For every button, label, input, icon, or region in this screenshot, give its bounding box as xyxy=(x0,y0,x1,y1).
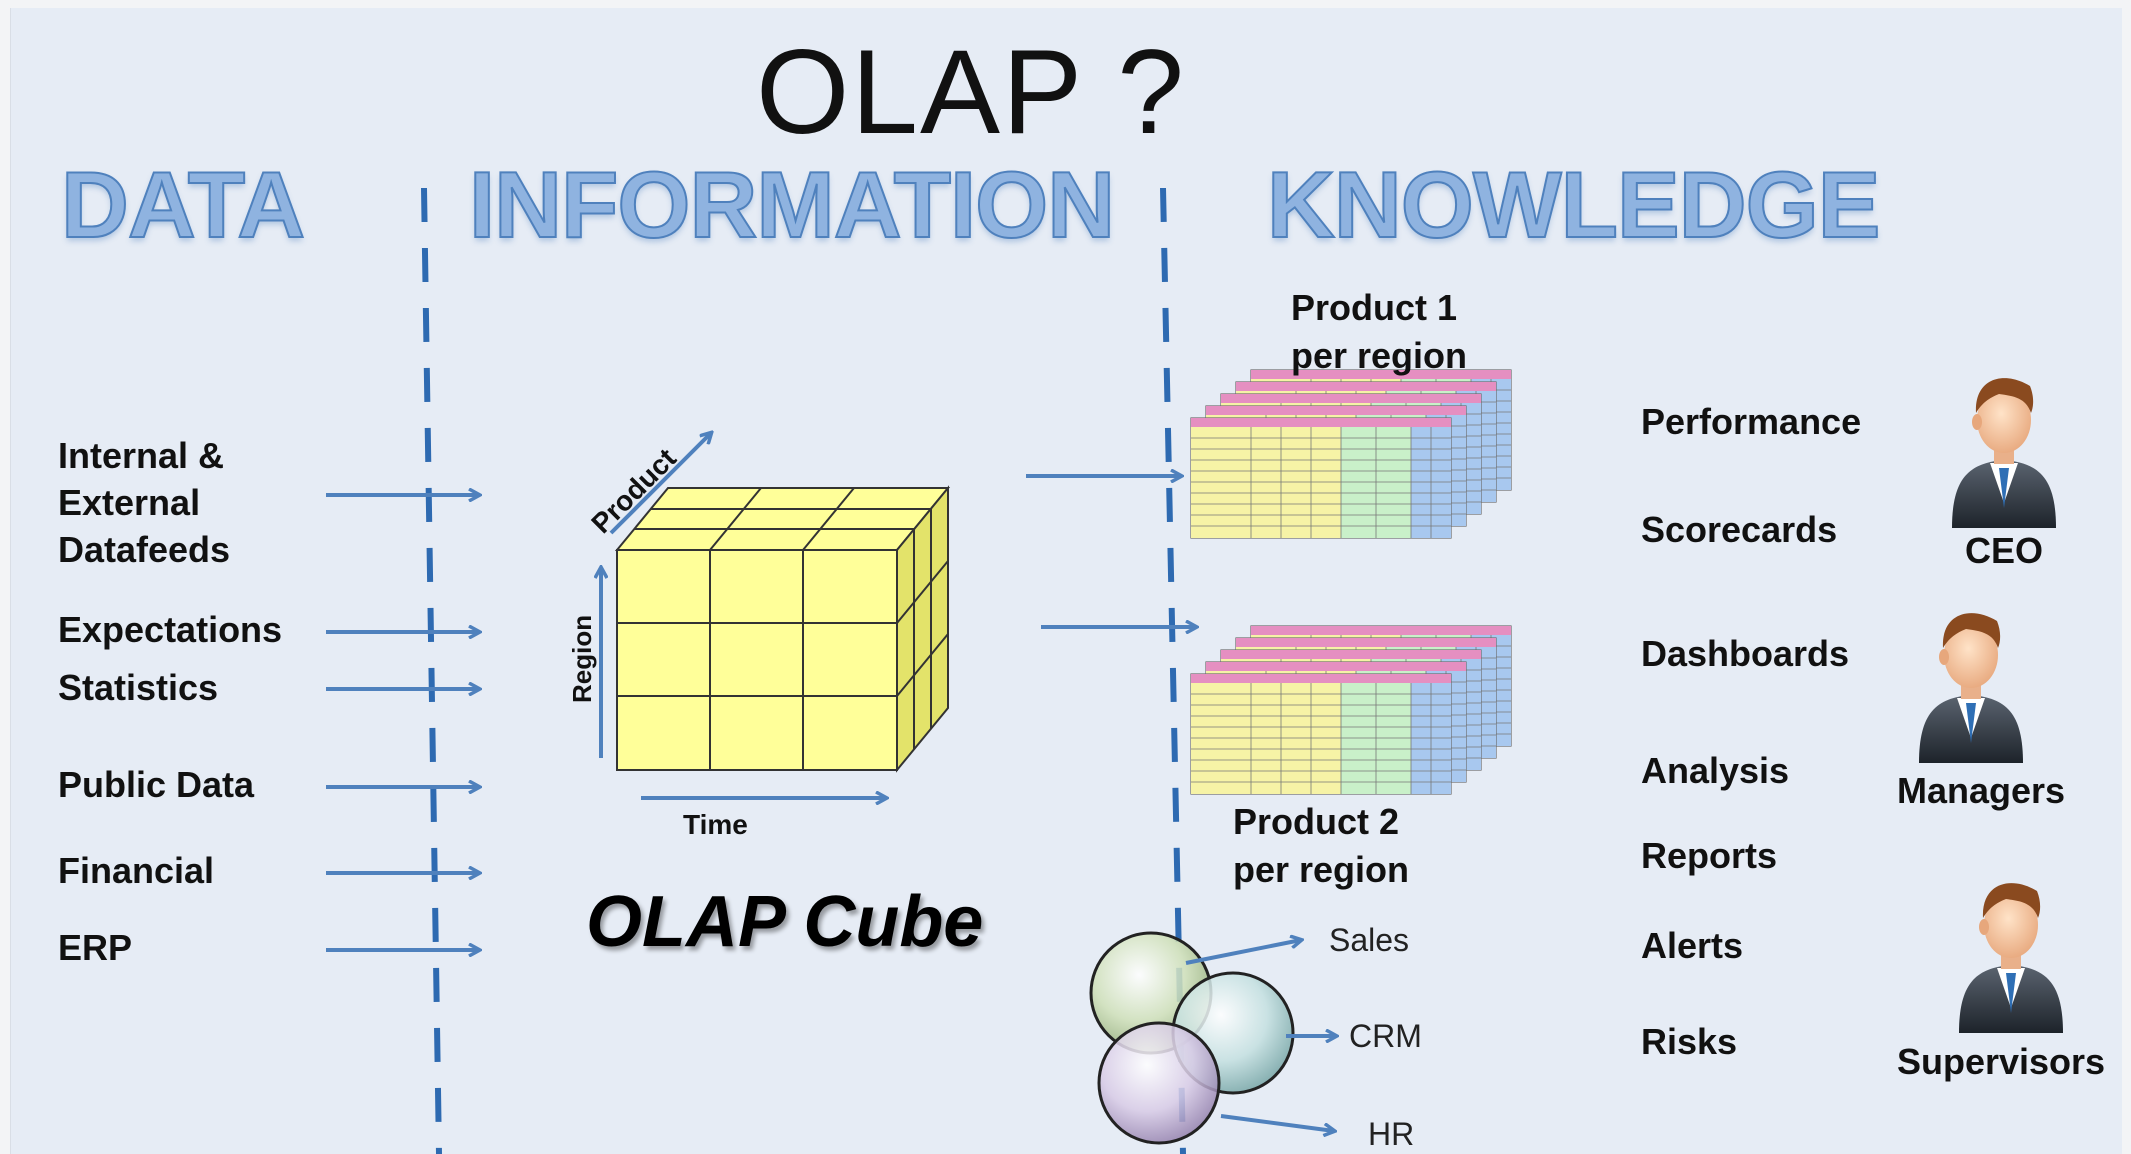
heading-information: INFORMATION xyxy=(468,152,1116,257)
output-reports: Reports xyxy=(1641,835,1778,876)
report-arrows xyxy=(1026,476,1196,627)
output-scorecards: Scorecards xyxy=(1641,509,1838,550)
report-product1-label: Product 1 per region xyxy=(1291,287,1468,376)
bubble-hr-label: HR xyxy=(1368,1116,1415,1152)
output-performance: Performance xyxy=(1641,401,1862,442)
slide: OLAP ? DATA INFORMATION KNOWLEDGE xyxy=(10,8,2122,1154)
source-statistics: Statistics xyxy=(58,667,219,708)
page-title: OLAP ? xyxy=(755,25,1187,159)
person-icon xyxy=(1919,613,2023,763)
arrow-icon xyxy=(1185,940,1301,965)
source-erp: ERP xyxy=(58,927,133,968)
cube-icon xyxy=(614,485,951,773)
cube-axes xyxy=(601,433,886,798)
person-supervisors-label: Supervisors xyxy=(1896,1041,2106,1082)
olap-cube-title: OLAP Cube xyxy=(586,882,984,962)
bubble-sales-label: Sales xyxy=(1329,922,1410,958)
bubble-arrows xyxy=(1185,940,1336,1131)
divider-left xyxy=(421,187,442,1154)
source-public-data: Public Data xyxy=(58,764,255,805)
spreadsheet-icon xyxy=(1190,625,1512,795)
spreadsheet-icon xyxy=(1190,369,1512,539)
output-analysis: Analysis xyxy=(1641,750,1790,791)
output-alerts: Alerts xyxy=(1641,925,1744,966)
bubble-crm-label: CRM xyxy=(1349,1018,1422,1054)
heading-data: DATA xyxy=(60,152,306,257)
person-managers-label: Managers xyxy=(1896,770,2066,811)
source-internal-external: Internal & External Datafeeds xyxy=(58,435,231,570)
source-arrows xyxy=(326,495,479,950)
output-risks: Risks xyxy=(1641,1021,1738,1062)
heading-knowledge: KNOWLEDGE xyxy=(1266,152,1881,257)
diagram-canvas: Product Region Time xyxy=(326,187,2063,1154)
person-ceo-label: CEO xyxy=(1964,530,2043,571)
source-expectations: Expectations xyxy=(58,609,283,650)
report-product2-label: Product 2 per region xyxy=(1233,801,1410,890)
bubble-icon xyxy=(1089,931,1295,1145)
axis-region-label: Region xyxy=(567,615,597,703)
output-dashboards: Dashboards xyxy=(1641,633,1850,674)
person-icon xyxy=(1959,883,2063,1033)
person-icon xyxy=(1952,378,2056,528)
axis-time-label: Time xyxy=(683,809,748,840)
source-financial: Financial xyxy=(58,850,215,891)
arrow-icon xyxy=(1220,1114,1334,1131)
